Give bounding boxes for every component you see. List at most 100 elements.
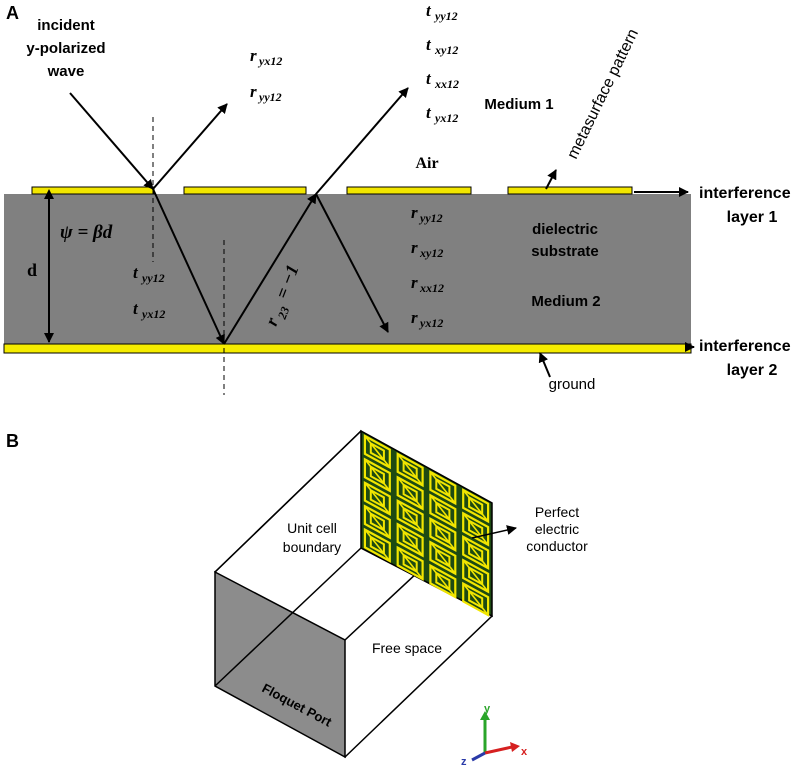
panel-a: A xyxy=(3,1,791,395)
substrate-reflection-coefficient-subscript: xy12 xyxy=(419,246,443,260)
pec-panel xyxy=(360,429,493,618)
substrate-reflection-coefficient-subscript: xx12 xyxy=(419,281,444,295)
unit-cell-diagonal xyxy=(429,541,456,575)
unit-cell-diagonal xyxy=(429,494,456,528)
interference-layer-1-line1: interference xyxy=(699,185,791,202)
incident-label-line2: y-polarized xyxy=(26,40,105,57)
unit-cell-diagonal xyxy=(429,518,456,551)
metasurface-panel xyxy=(360,429,493,618)
transmitted-ray-out xyxy=(315,87,409,195)
z-axis-arrow xyxy=(471,751,486,762)
reflection-coefficient-subscript: yy12 xyxy=(257,90,282,104)
ground-pointer-arrow xyxy=(538,352,551,378)
incident-label-line3: wave xyxy=(47,63,85,80)
panel-b-label: B xyxy=(6,431,19,451)
transmission-coefficient-subscript: yy12 xyxy=(433,9,458,23)
transmission-coefficient-symbol: t xyxy=(426,69,432,88)
z-axis-label: z xyxy=(461,756,467,768)
substrate-reflection-coefficient-symbol: r xyxy=(411,308,418,327)
unit-cell-diagonal xyxy=(397,476,424,510)
dielectric-label-line2: substrate xyxy=(531,243,599,260)
unit-cell-diagonal xyxy=(462,559,489,593)
metal-patch xyxy=(507,186,633,195)
metal-patch xyxy=(346,186,472,195)
interference-layer-2-line2: layer 2 xyxy=(727,362,778,379)
reflection-coefficient-symbol: r xyxy=(250,82,257,101)
reflection-coefficient-subscript: yx12 xyxy=(257,54,282,68)
substrate-transmission-coefficient-subscript: yy12 xyxy=(140,271,165,285)
unit-cell-diagonal xyxy=(397,500,424,533)
unit-cell-diagonal xyxy=(397,547,424,580)
transmitted-ray-down xyxy=(152,188,225,345)
y-axis-head xyxy=(480,711,490,720)
metasurface-pointer-arrow xyxy=(545,169,557,190)
transmission-coefficient-subscript: xy12 xyxy=(434,43,458,57)
box-hidden-edge xyxy=(214,547,362,687)
unit-cell-diagonal xyxy=(364,529,391,562)
dielectric-substrate xyxy=(4,194,691,346)
incident-label-line1: incident xyxy=(37,17,95,34)
metasurface-unit-cells xyxy=(363,434,490,617)
unit-cell-label-line2: boundary xyxy=(283,539,341,555)
unit-cell-diagonal xyxy=(429,565,456,598)
substrate-transmission-coefficient-subscript: yx12 xyxy=(140,307,165,321)
air-label: Air xyxy=(415,155,438,172)
transmission-coefficient-symbol: t xyxy=(426,35,432,54)
unit-cell-diagonal xyxy=(429,471,456,504)
reflected-ray-1 xyxy=(152,103,228,190)
panel-b: B Unit cell boundary Free space Floquet … xyxy=(6,429,588,768)
transmission-coefficient-symbol: t xyxy=(426,1,432,20)
reflected-ray-down xyxy=(315,193,389,333)
r23-subscript: 23 xyxy=(275,305,293,322)
unit-cell-diagonal xyxy=(462,512,489,546)
unit-cell-diagonal xyxy=(397,523,424,557)
unit-cell-diagonal xyxy=(364,505,391,539)
unit-cell-diagonal xyxy=(462,583,489,616)
x-axis-arrow xyxy=(484,745,513,755)
ground-plane xyxy=(3,343,692,354)
floquet-port-face xyxy=(214,570,346,759)
pec-label-line1: Perfect xyxy=(535,504,579,520)
substrate-transmission-coefficient-symbol: t xyxy=(133,263,139,282)
ground-reflected-ray xyxy=(223,193,317,345)
substrate-reflection-coefficient-subscript: yy12 xyxy=(418,211,443,225)
substrate-transmission-coefficient-symbol: t xyxy=(133,299,139,318)
metasurface-pattern-label: metasurface pattern xyxy=(564,26,642,161)
unit-cell-label-line1: Unit cell xyxy=(287,520,337,536)
x-axis-head xyxy=(510,742,520,752)
metal-patch xyxy=(183,186,307,195)
interference-layer-2-line1: interference xyxy=(699,338,791,355)
substrate-reflection-coefficient-symbol: r xyxy=(411,273,418,292)
transmission-coefficient-subscript: yx12 xyxy=(433,111,458,125)
box-edge xyxy=(214,430,362,573)
axis-triad: y x z xyxy=(461,703,528,768)
substrate-reflection-coefficient-symbol: r xyxy=(411,203,418,222)
substrate-reflection-coefficient-symbol: r xyxy=(411,238,418,257)
unit-cell-diagonal xyxy=(364,435,391,468)
free-space-label: Free space xyxy=(372,640,442,656)
interference-layer-1-line2: layer 1 xyxy=(727,209,778,226)
unit-cell-diagonal xyxy=(364,458,391,492)
x-axis-label: x xyxy=(521,746,528,758)
metal-patch xyxy=(31,186,155,195)
dielectric-label-line1: dielectric xyxy=(532,221,598,238)
thickness-label: d xyxy=(27,260,37,280)
pec-pointer-arrow xyxy=(471,525,517,539)
unit-cell-diagonal xyxy=(462,536,489,569)
medium-1-label: Medium 1 xyxy=(484,96,553,113)
metasurface-patches xyxy=(31,186,633,195)
incident-ray xyxy=(69,92,154,190)
pec-label-line3: conductor xyxy=(526,538,588,554)
substrate-reflection-coefficient-subscript: yx12 xyxy=(418,316,443,330)
phase-label: ψ = βd xyxy=(60,222,113,243)
ground-label: ground xyxy=(549,376,596,393)
unit-cell-diagonal xyxy=(364,482,391,515)
unit-cell-diagonal xyxy=(397,453,424,486)
pec-label-line2: electric xyxy=(535,521,579,537)
transmission-coefficient-symbol: t xyxy=(426,103,432,122)
